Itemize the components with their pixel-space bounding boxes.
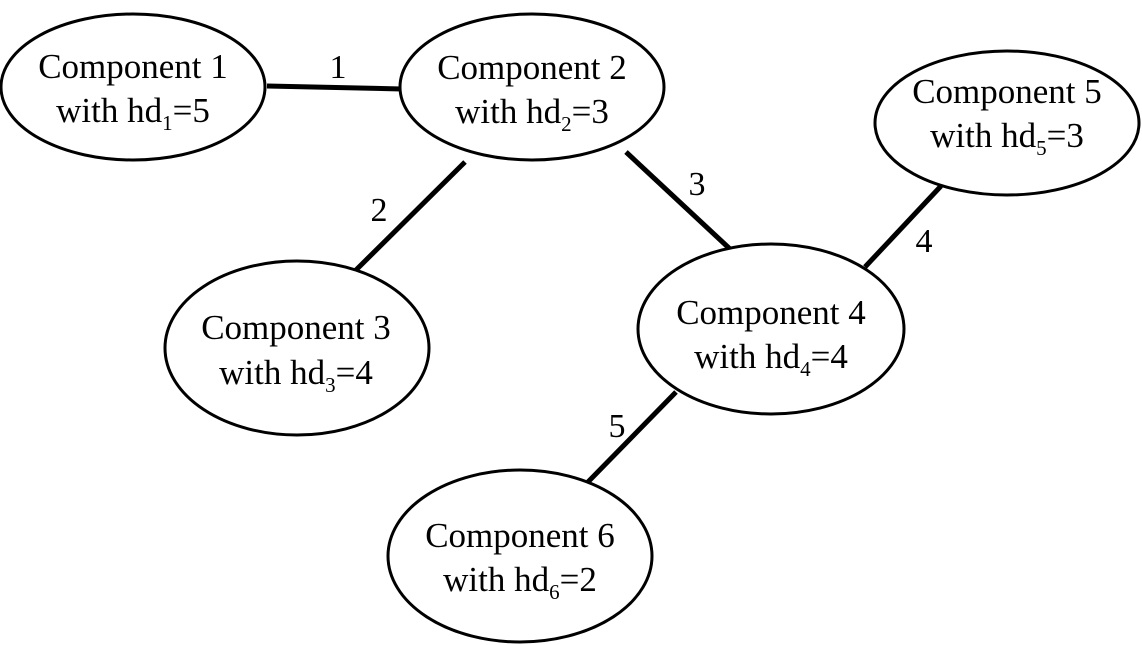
edge-line-c4-c5: [863, 184, 943, 269]
component-6-node: Component 6 with hd6=2: [386, 468, 654, 644]
component-3-node: Component 3 with hd3=4: [163, 259, 431, 437]
edge-label-c1-c2: 1: [330, 49, 347, 86]
component-2-title: Component 2: [437, 48, 627, 87]
component-5-ellipse: [873, 49, 1141, 197]
component-1-ellipse: [0, 12, 267, 162]
component-3-title: Component 3: [201, 308, 391, 347]
component-1-node: Component 1 with hd1=5: [0, 12, 267, 162]
component-1-title: Component 1: [38, 47, 228, 86]
edge-label-c2-c4: 3: [689, 166, 706, 203]
component-6-title: Component 6: [425, 516, 615, 555]
component-2-node: Component 2 with hd2=3: [398, 12, 666, 162]
component-5-node: Component 5 with hd5=3: [873, 49, 1141, 197]
edge-line-c1-c2: [266, 83, 403, 92]
component-4-title: Component 4: [676, 293, 866, 332]
component-5-title: Component 5: [912, 72, 1102, 111]
edge-label-c4-c6: 5: [609, 408, 626, 445]
edge-line-c2-c3: [354, 160, 467, 272]
component-4-hd-label: with hd4=4: [694, 337, 848, 381]
component-3-ellipse: [163, 259, 431, 437]
component-4-ellipse: [636, 242, 906, 416]
component-5-hd-label: with hd5=3: [930, 116, 1084, 160]
edge-label-c4-c5: 4: [916, 223, 933, 260]
edges: 1 2 3 4 5: [266, 49, 943, 486]
component-4-node: Component 4 with hd4=4: [636, 242, 906, 416]
edge-line-c4-c6: [584, 390, 678, 486]
component-6-ellipse: [386, 468, 654, 644]
edge-line-c2-c4: [624, 150, 732, 251]
edge-label-c2-c3: 2: [371, 192, 388, 229]
component-2-ellipse: [398, 12, 666, 162]
component-6-hd-label: with hd6=2: [443, 560, 597, 604]
component-1-hd-label: with hd1=5: [56, 91, 210, 135]
component-2-hd-label: with hd2=3: [455, 92, 609, 136]
component-3-hd-label: with hd3=4: [219, 353, 373, 397]
